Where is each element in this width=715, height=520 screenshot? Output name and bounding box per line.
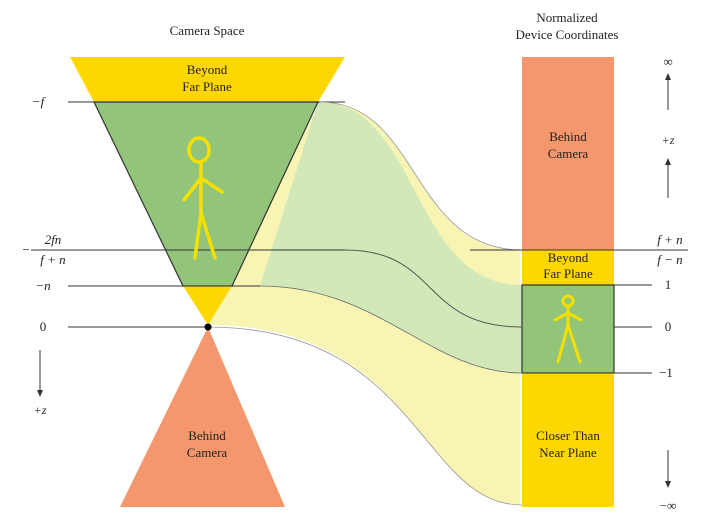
camera-beyond-far-label-2: Far Plane bbox=[182, 79, 232, 94]
ndc-beyond-far-region bbox=[522, 250, 614, 285]
left-label-plus-z: +z bbox=[34, 403, 47, 417]
curve-band-bottom bbox=[207, 326, 523, 506]
camera-behind-label-2: Camera bbox=[187, 445, 228, 460]
ndc-header-line2: Device Coordinates bbox=[516, 27, 619, 42]
ndc-beyond-far-label-1: Beyond bbox=[548, 250, 589, 265]
left-label-minus-n: −n bbox=[35, 278, 50, 293]
right-label-plus-z: +z bbox=[662, 133, 675, 147]
mapping-band-green bbox=[260, 102, 522, 373]
camera-beyond-far-label-1: Beyond bbox=[187, 62, 228, 77]
ndc-closer-label-1: Closer Than bbox=[536, 428, 600, 443]
left-label-minus-sign: − bbox=[22, 242, 29, 257]
right-down-arrow bbox=[665, 450, 671, 488]
right-label-fmn-denominator: f − n bbox=[657, 252, 682, 267]
stick-figure-ndc bbox=[553, 294, 583, 364]
left-z-arrow bbox=[37, 350, 43, 397]
left-label-2fn-denominator: f + n bbox=[40, 252, 65, 267]
ndc-header-line1: Normalized bbox=[536, 10, 598, 25]
ndc-beyond-far-label-2: Far Plane bbox=[543, 266, 593, 281]
camera-eye-point bbox=[204, 323, 212, 331]
ndc-closer-label-2: Near Plane bbox=[539, 445, 597, 460]
right-label-fpn-numerator: f + n bbox=[657, 232, 682, 247]
stick-figure-camera bbox=[182, 136, 224, 260]
camera-space-header: Camera Space bbox=[170, 23, 245, 38]
right-label-minus-infinity: −∞ bbox=[660, 498, 677, 513]
left-label-minus-f: −f bbox=[32, 94, 47, 109]
left-label-zero: 0 bbox=[40, 319, 47, 334]
right-label-infinity: ∞ bbox=[663, 54, 672, 69]
left-label-2fn-numerator: 2fn bbox=[45, 232, 62, 247]
curve-2fn bbox=[344, 249, 523, 328]
ndc-behind-camera-region bbox=[522, 57, 614, 250]
camera-near-region bbox=[183, 286, 232, 325]
camera-behind-region bbox=[120, 327, 285, 507]
camera-behind-label-1: Behind bbox=[188, 428, 226, 443]
curve-band-top bbox=[319, 101, 523, 251]
ndc-closer-than-near-region bbox=[522, 373, 614, 507]
ndc-behind-label-2: Camera bbox=[548, 146, 589, 161]
right-label-minus-one: −1 bbox=[659, 365, 673, 380]
right-plus-z-up-arrow bbox=[665, 73, 671, 198]
ndc-behind-label-1: Behind bbox=[549, 129, 587, 144]
right-label-one: 1 bbox=[665, 277, 672, 292]
camera-beyond-far-region bbox=[70, 57, 345, 102]
curve-green-bottom bbox=[259, 285, 523, 374]
right-label-zero: 0 bbox=[665, 319, 672, 334]
